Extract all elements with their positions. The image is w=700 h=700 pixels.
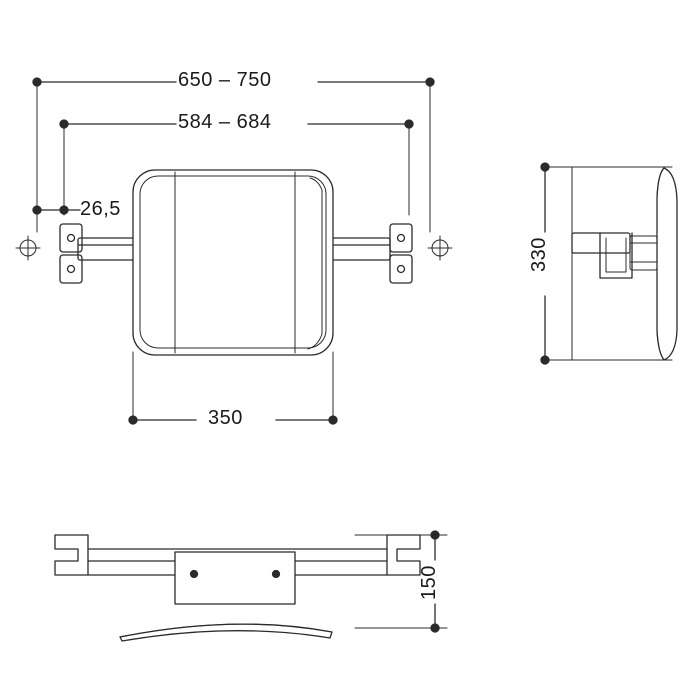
backrest-pad-profile [656,167,678,361]
dim-line-offset [32,205,81,215]
centre-mark-right [427,235,453,261]
dim-label-width-outer: 650 – 750 [178,69,272,91]
dim-label-depth: 150 [417,565,440,600]
dim-line-depth [430,530,440,633]
dim-label-height: 330 [527,237,550,272]
centre-mark-left [15,235,41,261]
dim-line-height [540,162,550,365]
dim-label-pad-width: 350 [208,407,243,429]
dim-line-width-inner [59,119,414,129]
side-view-group [540,162,678,365]
top-view-group [54,530,448,642]
side-bracket [571,166,658,361]
side-view-witness-lines [544,166,673,361]
front-view-group [15,77,453,425]
dim-label-offset: 26,5 [80,198,121,220]
dim-line-pad-width [128,415,338,425]
wall-plate-right [389,223,413,284]
dim-line-width-outer [32,77,435,87]
wall-plate-left [59,223,83,284]
top-view-body [54,534,421,642]
dim-label-width-inner: 584 – 684 [178,111,272,133]
backrest-pad-front [132,169,334,356]
